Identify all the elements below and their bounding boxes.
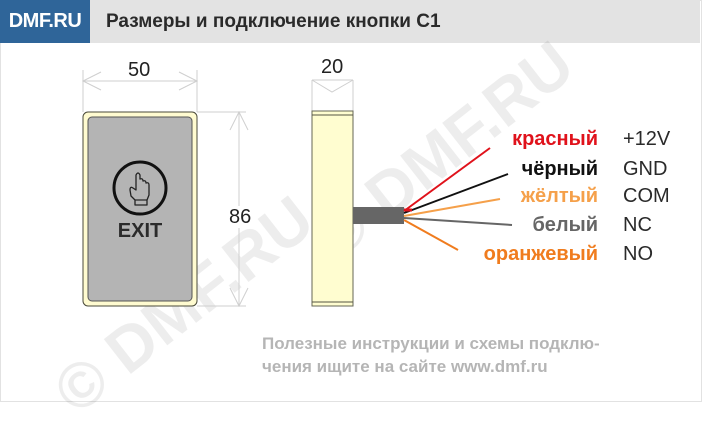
height-label: 86 (229, 206, 252, 228)
wire-color-name: красный (512, 128, 598, 150)
wires (403, 147, 513, 251)
diagram-graphics (81, 70, 513, 308)
wire-color-name: жёлтый (520, 185, 598, 207)
wire-row-yellow: жёлтый COM (420, 183, 690, 209)
wire-color-name: чёрный (521, 158, 598, 180)
hand-pointer-icon (112, 160, 168, 216)
wire-row-black: чёрный GND (420, 156, 690, 182)
wire-color-name: оранжевый (483, 243, 598, 265)
wire-color-name: белый (532, 214, 598, 236)
depth-label: 20 (321, 56, 344, 78)
footer-line-2: чения ищите на сайте www.dmf.ru (262, 357, 548, 376)
exit-text: EXIT (117, 220, 163, 242)
wire-signal: GND (623, 158, 668, 180)
depth-dimension-lines (311, 79, 354, 111)
footer-note: Полезные инструкции и схемы подклю- чени… (262, 332, 692, 378)
wire-signal: COM (623, 185, 670, 207)
side-body (311, 110, 354, 307)
page-title: Размеры и подключение кнопки С1 (106, 11, 441, 32)
header-bar: DMF.RU Размеры и подключение кнопки С1 (0, 0, 700, 43)
footer-line-1: Полезные инструкции и схемы подклю- (262, 334, 600, 353)
front-button (82, 111, 198, 307)
width-label: 50 (128, 59, 151, 81)
cable (353, 207, 404, 224)
wire-signal: +12V (623, 128, 671, 150)
width-dimension-lines (81, 70, 199, 112)
wire-row-red: красный +12V (420, 126, 690, 152)
wire-row-white: белый NC (420, 212, 690, 238)
wire-signal: NO (623, 243, 653, 265)
wire-row-orange: оранжевый NO (420, 241, 690, 267)
site-logo[interactable]: DMF.RU (0, 0, 90, 43)
wire-signal: NC (623, 214, 652, 236)
